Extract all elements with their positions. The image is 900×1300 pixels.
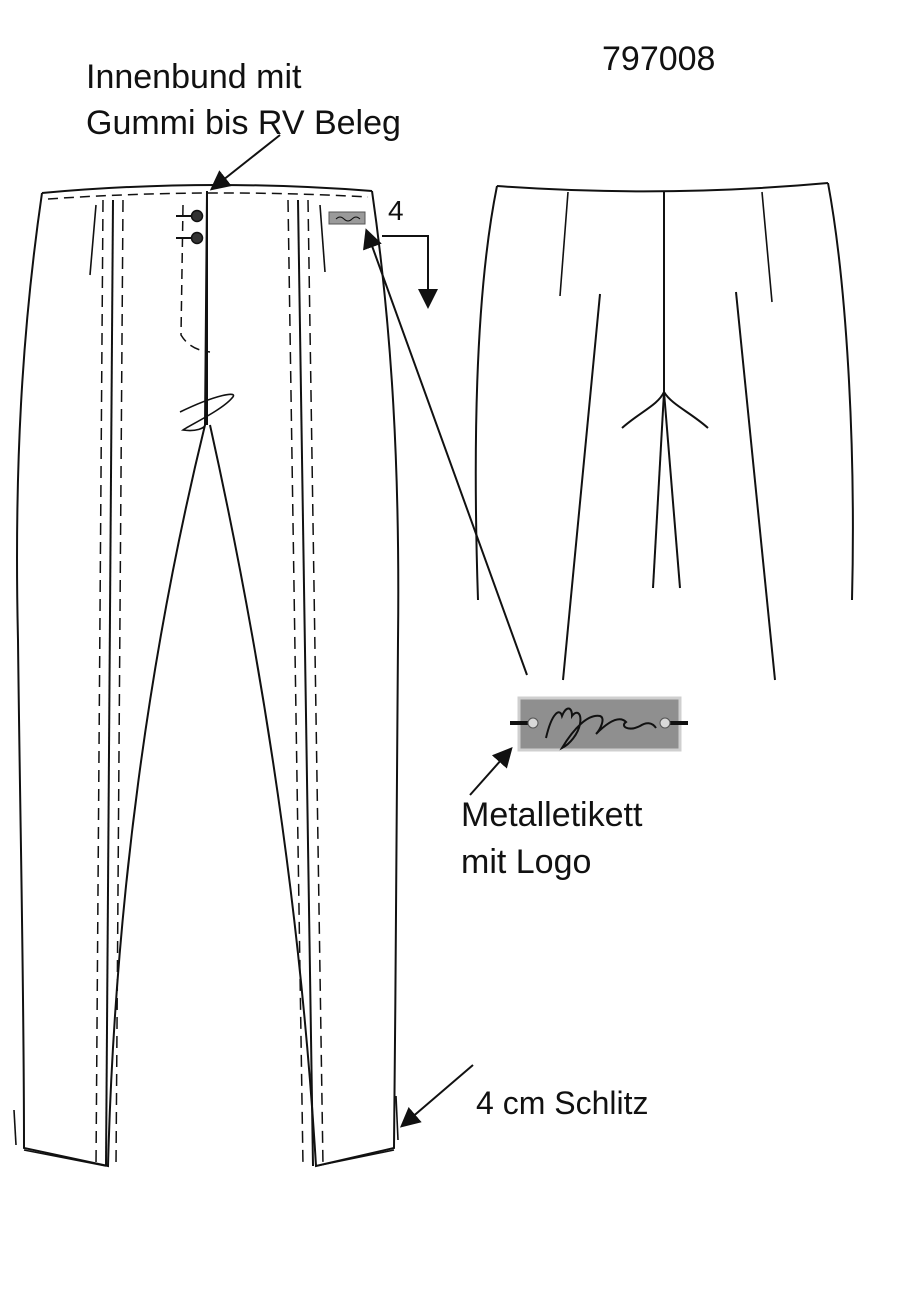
back-outline-left: [474, 185, 498, 601]
back-view: [474, 182, 854, 681]
back-dart-right: [761, 191, 773, 303]
front-left-crease-stitch-b: [115, 199, 124, 1167]
front-waistband-inner: [47, 192, 369, 200]
front-dart-right: [319, 204, 326, 273]
front-left-leg-outline: [16, 190, 208, 1168]
front-right-slit: [395, 1095, 399, 1141]
front-waistband: [41, 183, 373, 194]
arrow-waistband: [209, 134, 281, 191]
front-dart-left: [89, 204, 97, 276]
style-number: 797008: [602, 40, 716, 78]
front-right-hem: [315, 1149, 395, 1167]
waistband-note-line2: Gummi bis RV Beleg: [86, 104, 401, 142]
front-left-crease-stitch-a: [95, 199, 104, 1167]
metal-label-note-line1: Metalletikett: [461, 796, 643, 834]
logo-script-mark: [545, 707, 657, 751]
metal-logo-plate: [510, 696, 688, 752]
front-left-hem: [23, 1149, 107, 1167]
waist-buttons: [176, 209, 204, 245]
slit-note: 4 cm Schlitz: [476, 1085, 649, 1121]
waistband-note-line1: Innenbund mit: [86, 58, 302, 96]
back-dart-left: [559, 191, 569, 297]
front-right-crease-stitch-a: [287, 199, 304, 1167]
front-right-leg-outline: [209, 190, 400, 1168]
front-right-crease: [297, 199, 314, 1167]
annotation-arrows: [209, 134, 528, 1128]
metal-label-small: [328, 211, 366, 225]
back-seat-curve-right: [663, 391, 709, 429]
back-inseam-left: [652, 391, 665, 589]
front-left-slit: [13, 1109, 17, 1146]
arrow-metal-plate: [469, 747, 513, 796]
back-outline-right: [827, 182, 854, 601]
arrow-slit: [399, 1064, 474, 1128]
front-crotch-curve: [179, 393, 235, 432]
front-fly-stitch: [180, 204, 211, 353]
front-view: [13, 183, 400, 1168]
front-left-crease: [105, 199, 114, 1167]
back-waistband: [496, 182, 829, 193]
dimension-bracket: [382, 235, 438, 309]
back-crease-right: [735, 291, 776, 681]
back-seat-curve-left: [621, 391, 665, 429]
button-top: [190, 209, 204, 223]
back-inseam-right: [663, 391, 681, 589]
front-right-crease-stitch-b: [307, 199, 324, 1167]
button-bottom: [190, 231, 204, 245]
arrow-metal-label: [363, 228, 528, 676]
back-crease-left: [562, 293, 601, 681]
metal-label-note-line2: mit Logo: [461, 843, 592, 881]
pocket-depth-mark: 4: [388, 195, 404, 226]
